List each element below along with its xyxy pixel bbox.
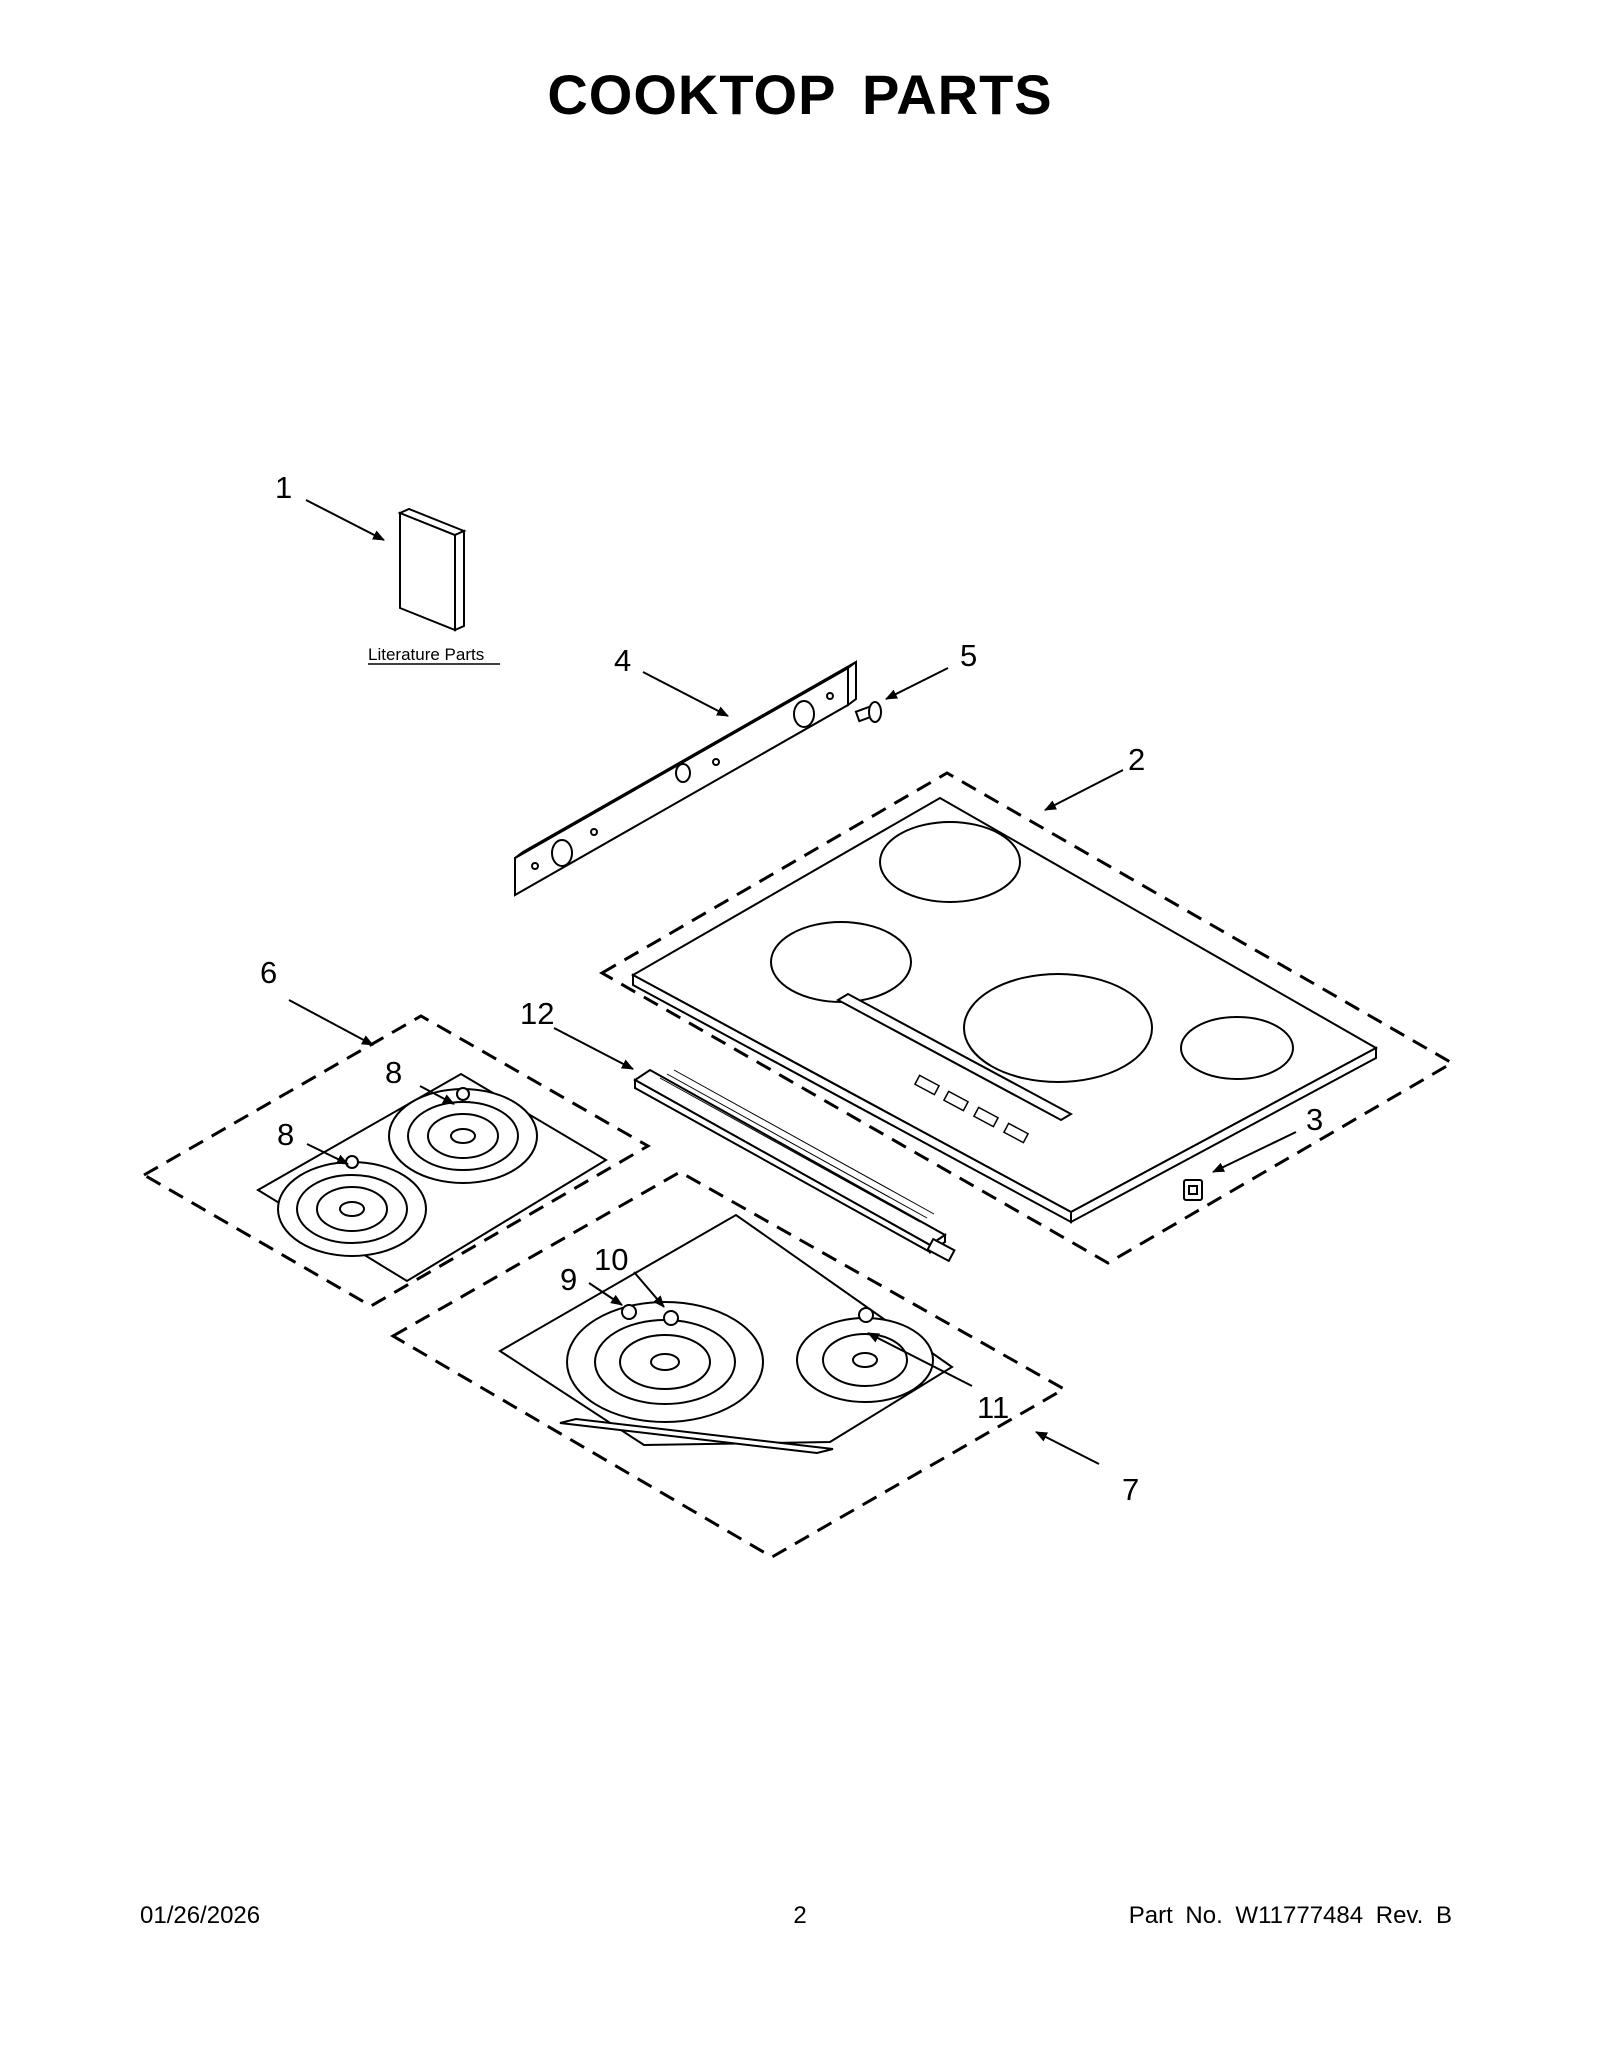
footer-part-number: Part No. W11777484 Rev. B (1128, 1902, 1452, 1929)
right-element-tray-part (498, 1213, 954, 1455)
callout-5: 5 (960, 638, 977, 673)
callout-leaders (288, 499, 1297, 1465)
callout-7: 7 (1122, 1472, 1139, 1507)
leader-2 (1044, 769, 1124, 811)
right-element-group-outline (389, 1170, 1068, 1559)
cooktop-group-outline (598, 771, 1455, 1265)
callout-9: 9 (560, 1262, 577, 1297)
bracket-part (514, 660, 857, 897)
literature-part (397, 507, 467, 632)
left-element-group-outline (140, 1014, 652, 1308)
callout-10: 10 (594, 1242, 628, 1277)
callout-11: 11 (977, 1390, 1009, 1425)
callout-3: 3 (1306, 1102, 1323, 1137)
leader-6 (288, 999, 374, 1046)
footer-date: 01/26/2026 (140, 1902, 261, 1929)
page-title: COOKTOP PARTS (547, 63, 1053, 126)
callout-4: 4 (614, 643, 631, 678)
callout-6: 6 (260, 955, 277, 990)
leader-1 (305, 499, 385, 541)
leader-9 (588, 1282, 623, 1306)
leader-8b (306, 1143, 349, 1165)
callout-2: 2 (1128, 742, 1145, 777)
control-panel-markings (913, 1074, 1030, 1144)
leader-3 (1212, 1131, 1297, 1173)
leader-8a (419, 1085, 455, 1105)
leader-12 (553, 1027, 634, 1070)
callout-8b: 8 (277, 1117, 294, 1152)
leader-11 (867, 1332, 973, 1387)
callout-12: 12 (520, 996, 554, 1031)
glass-cooktop-part (630, 796, 1379, 1224)
leader-10 (633, 1271, 665, 1308)
leader-4 (642, 671, 729, 717)
leader-7 (1035, 1431, 1100, 1465)
screw-part (854, 701, 882, 723)
callout-8a: 8 (385, 1055, 402, 1090)
callout-1: 1 (275, 470, 292, 505)
footer-page-number: 2 (793, 1902, 807, 1929)
literature-parts-label: Literature Parts (368, 645, 484, 664)
leader-5 (885, 667, 949, 700)
left-element-tray-part (256, 1072, 608, 1283)
control-board-grid (659, 1069, 935, 1223)
control-board-part (633, 1068, 956, 1263)
small-bracket-part (1183, 1179, 1203, 1201)
